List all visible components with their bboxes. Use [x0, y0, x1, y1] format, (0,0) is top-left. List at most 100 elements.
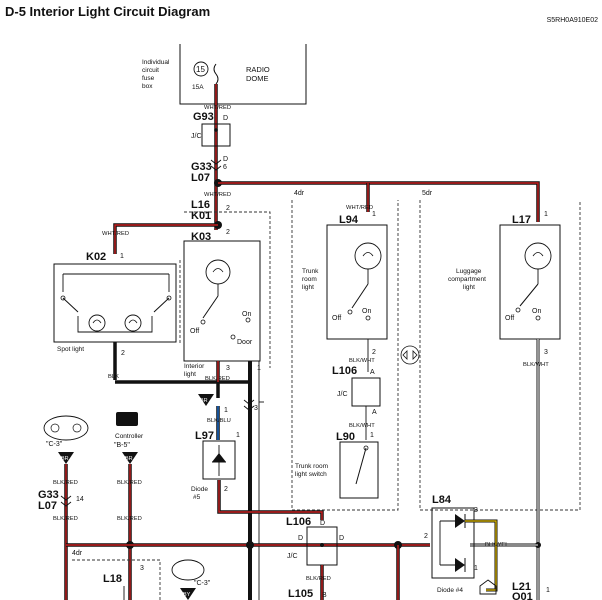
svg-text:WHT/RED: WHT/RED [102, 231, 129, 237]
svg-text:L106: L106 [332, 365, 357, 377]
bulb-icon [354, 242, 382, 270]
svg-text:3: 3 [254, 405, 258, 412]
svg-text:Off: Off [332, 315, 341, 322]
svg-text:1: 1 [370, 432, 374, 439]
svg-text:3: 3 [474, 507, 478, 514]
svg-text:2: 2 [424, 533, 428, 540]
wire-to-k02: WHT/RED K02 1 [86, 223, 218, 263]
controller-icon [116, 412, 138, 426]
svg-text:Off: Off [505, 315, 514, 322]
interior-light: K03 2 Off Door On Interior light 3 1 BLK… [183, 211, 271, 382]
svg-text:3: 3 [226, 365, 230, 372]
svg-text:light: light [184, 371, 196, 378]
svg-text:"C-3": "C-3" [194, 580, 211, 587]
trunk-room-light: 4dr WHT/RED L94 1 Off On Trunk room ligh… [291, 190, 399, 511]
svg-text:L16: L16 [191, 199, 210, 211]
svg-text:BLK/WHT: BLK/WHT [523, 362, 549, 368]
svg-text:BLK/RED: BLK/RED [117, 480, 142, 486]
arrow-icon [400, 345, 420, 365]
wire-to-l17 [218, 181, 540, 222]
svg-text:light: light [463, 284, 475, 291]
svg-text:15: 15 [196, 65, 205, 74]
svg-text:4dr: 4dr [72, 550, 83, 557]
svg-text:L90: L90 [336, 431, 355, 443]
svg-text:Trunk: Trunk [302, 268, 319, 275]
svg-text:D: D [320, 520, 325, 527]
svg-text:1: 1 [120, 253, 124, 260]
svg-text:BLK/YEL: BLK/YEL [485, 542, 509, 548]
svg-text:15A: 15A [192, 84, 204, 91]
svg-text:compartment: compartment [448, 276, 486, 283]
svg-text:BR: BR [200, 398, 208, 404]
svg-text:light: light [302, 284, 314, 291]
svg-text:BLK: BLK [108, 374, 119, 380]
svg-text:L07: L07 [38, 500, 57, 512]
svg-text:"B-5": "B-5" [114, 442, 130, 449]
svg-text:BLK/WHT: BLK/WHT [349, 423, 375, 429]
svg-text:G33: G33 [191, 161, 212, 173]
left-lower: "C-3" Controller "B-5" BR BR BLK/RED BLK… [38, 412, 211, 600]
svg-text:BLK/RED: BLK/RED [53, 480, 78, 486]
svg-text:G33: G33 [38, 489, 59, 501]
svg-text:BR: BR [61, 456, 69, 462]
svg-text:L105: L105 [288, 588, 313, 600]
svg-text:circuit: circuit [142, 67, 159, 74]
svg-text:Off: Off [190, 328, 199, 335]
svg-text:J/C: J/C [191, 133, 202, 140]
svg-text:WHT/RED: WHT/RED [346, 205, 373, 211]
svg-text:Spot light: Spot light [57, 346, 84, 353]
svg-text:BLK/BLU: BLK/BLU [207, 418, 231, 424]
svg-text:K01: K01 [191, 210, 211, 222]
meter-icon [43, 415, 89, 441]
connector-br-icon [198, 394, 214, 406]
svg-text:O01: O01 [512, 591, 533, 600]
diagram-code: S5RH0A910E02 [546, 17, 598, 24]
diode-icon [455, 514, 465, 528]
svg-text:On: On [242, 311, 251, 318]
spot-light: Spot light 2 BLK [53, 260, 181, 380]
svg-text:1: 1 [544, 211, 548, 218]
jc-l106-lower: L106 D J/C D D BLK/RED L105 B [286, 516, 344, 600]
svg-text:#5: #5 [193, 494, 201, 501]
svg-text:D: D [298, 535, 303, 542]
svg-text:L21: L21 [512, 581, 531, 593]
fuse-number-circle [193, 61, 209, 77]
ground-bus: 3 [115, 361, 264, 600]
svg-text:2: 2 [372, 349, 376, 356]
bulb-icon [524, 242, 552, 270]
lower-bus [66, 541, 430, 600]
svg-text:1: 1 [474, 565, 478, 572]
svg-text:1: 1 [236, 432, 240, 439]
svg-text:D: D [223, 156, 228, 163]
svg-text:BLK/RED: BLK/RED [117, 516, 142, 522]
svg-text:BLK/RED: BLK/RED [53, 516, 78, 522]
svg-text:B: B [322, 592, 327, 599]
svg-text:Diode: Diode [191, 486, 208, 493]
svg-text:5dr: 5dr [422, 190, 433, 197]
svg-text:BR: BR [125, 456, 133, 462]
luggage-light: 5dr L17 1 Off On Luggage compartment lig… [419, 190, 581, 600]
svg-text:2: 2 [226, 205, 230, 212]
svg-text:room: room [302, 276, 317, 283]
page-title: D-5 Interior Light Circuit Diagram [5, 4, 211, 19]
svg-text:1: 1 [546, 587, 550, 594]
svg-text:Door: Door [237, 339, 253, 346]
svg-text:Luggage: Luggage [456, 268, 482, 275]
bulb-icon [124, 314, 142, 332]
meter-icon-2 [171, 559, 205, 581]
svg-text:fuse: fuse [142, 75, 155, 82]
fuse-icon [213, 63, 219, 85]
svg-text:K02: K02 [86, 251, 106, 263]
svg-text:On: On [362, 308, 371, 315]
bulb-icon [205, 259, 231, 285]
svg-text:On: On [532, 308, 541, 315]
svg-text:2: 2 [224, 486, 228, 493]
svg-text:14: 14 [76, 496, 84, 503]
jc-connector-g93 [201, 123, 231, 147]
svg-text:6: 6 [223, 164, 227, 171]
svg-text:1: 1 [224, 407, 228, 414]
diode5-box [202, 440, 236, 480]
svg-text:K03: K03 [191, 231, 211, 243]
supply-wire: WHT/RED G93 D J/C D 6 G33 L07 WHT/RED L1… [191, 84, 231, 230]
